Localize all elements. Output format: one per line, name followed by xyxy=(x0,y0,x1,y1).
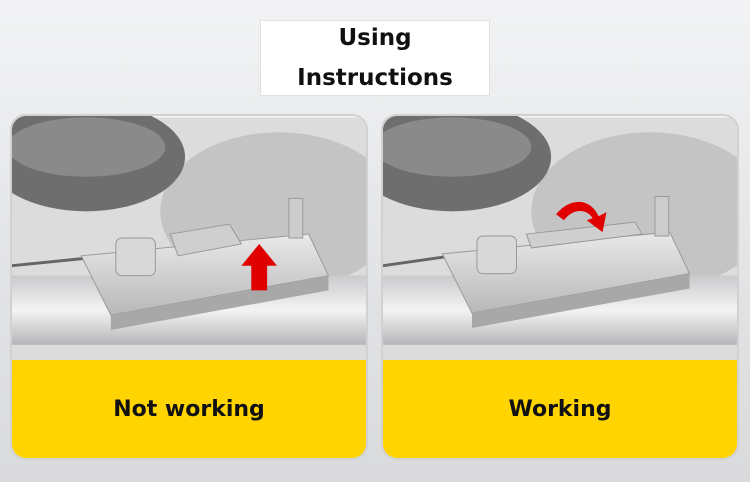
curved-arrow-icon xyxy=(556,201,607,233)
caption-working: Working xyxy=(383,360,737,458)
arrow-up-icon xyxy=(241,243,278,291)
panel-working: Working xyxy=(381,114,739,460)
valve-housing-side xyxy=(471,273,690,328)
scene-not-working-illustration xyxy=(12,116,366,361)
title-box: Using Instructions xyxy=(260,20,490,96)
valve-lever xyxy=(654,195,670,237)
burner-cap-top xyxy=(383,117,532,177)
title-line-1: Using xyxy=(338,25,412,51)
panel-not-working: Not working xyxy=(10,114,368,460)
thermocouple-tube xyxy=(476,235,517,275)
thermocouple-wire xyxy=(383,254,453,268)
scene-working-illustration xyxy=(383,116,737,361)
valve-housing-side xyxy=(110,275,329,330)
burner-cap-top xyxy=(12,117,166,177)
thermocouple-wire xyxy=(12,256,92,268)
caption-not-working: Not working xyxy=(12,360,366,458)
thermocouple-tube xyxy=(115,237,156,277)
pressure-plate-raised xyxy=(169,223,243,257)
title-line-2: Instructions xyxy=(297,65,453,91)
valve-lever xyxy=(288,197,304,239)
